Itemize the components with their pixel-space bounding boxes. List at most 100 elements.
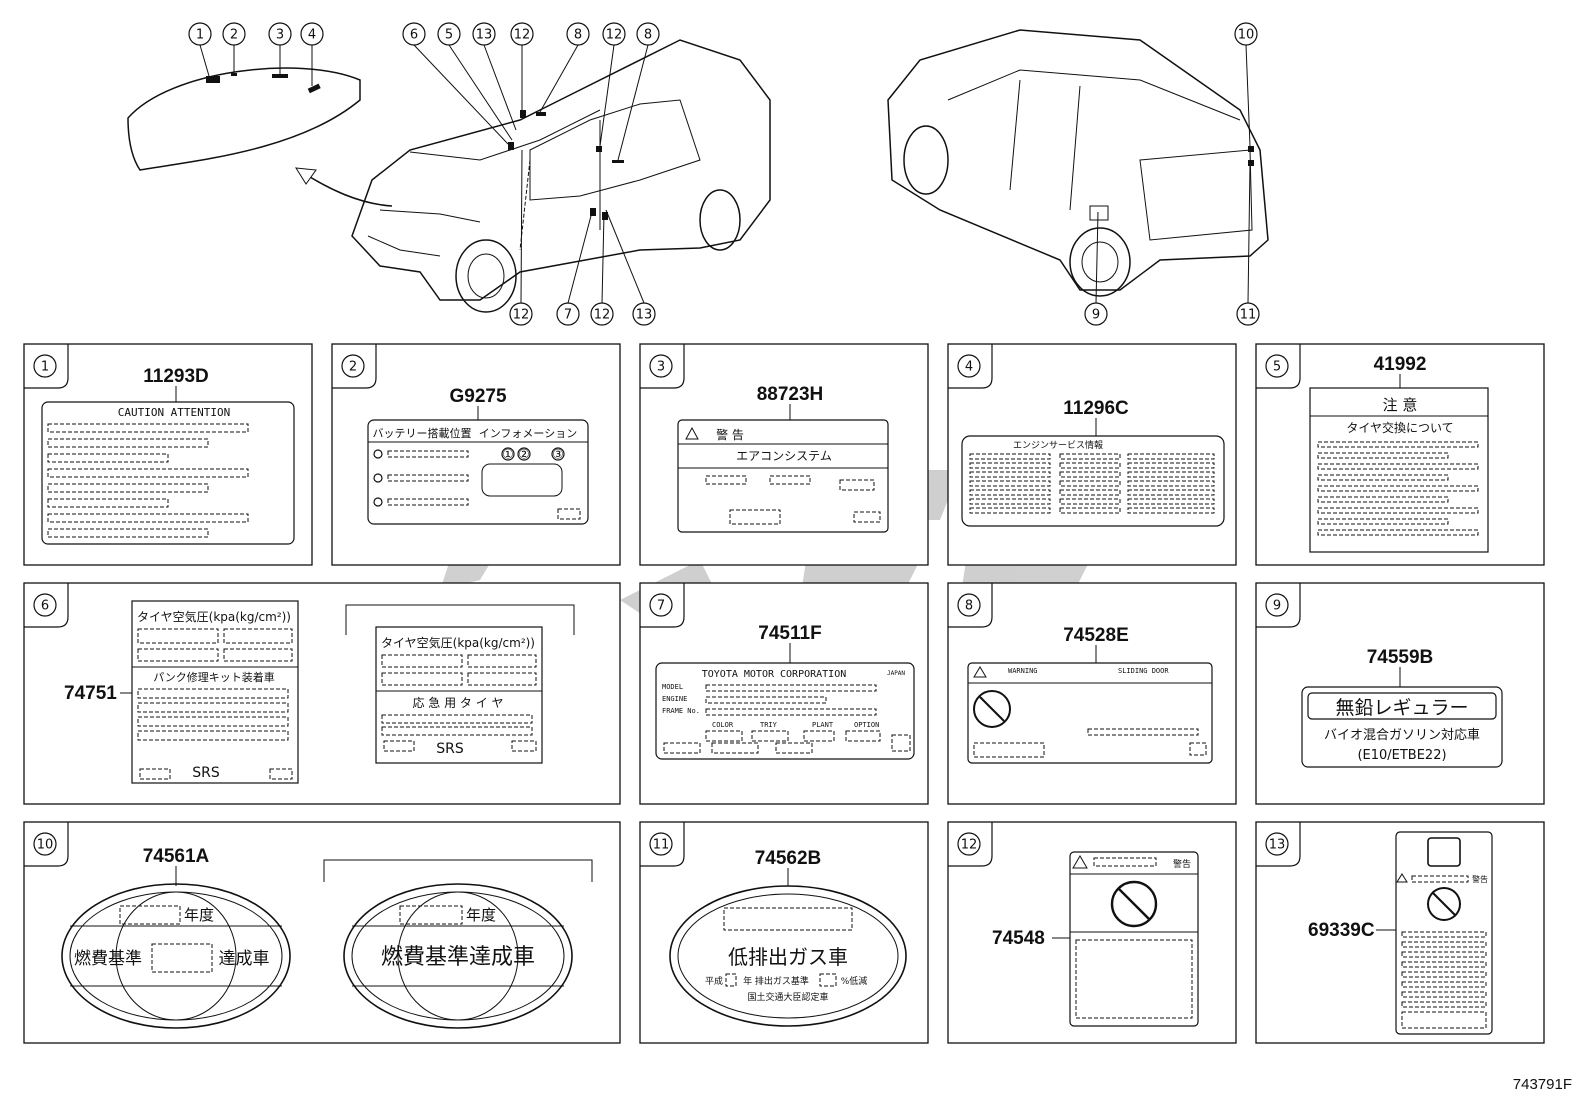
- callout-3: [268, 22, 292, 46]
- placeholder-box: [705, 684, 877, 692]
- callout-number: 2: [230, 28, 238, 43]
- panel-number: [1265, 593, 1289, 617]
- callout-number: 12: [594, 308, 611, 323]
- label-text: SRS: [436, 741, 464, 757]
- placeholder-box: [47, 453, 169, 463]
- panel-number: [1265, 354, 1289, 378]
- callout-number: ②: [518, 448, 530, 463]
- placeholder-box: [1317, 518, 1449, 525]
- callout-12: [602, 22, 626, 46]
- placeholder-box: [839, 479, 875, 491]
- leader-line: [1245, 44, 1251, 147]
- placeholder-box: [1401, 1001, 1487, 1008]
- placeholder-box: [381, 714, 533, 724]
- callout-number: 4: [308, 28, 316, 43]
- label-text: FRAME No.: [662, 707, 700, 715]
- label-text: OPTION: [854, 721, 879, 729]
- placeholder-box: [751, 730, 789, 742]
- callout-number: 1: [196, 28, 204, 43]
- placeholder-box: [1127, 489, 1215, 496]
- panel-tab: [640, 822, 685, 867]
- placeholder-box: [1317, 463, 1479, 470]
- oval-outer-alt: [343, 883, 573, 1029]
- label-outline: [131, 600, 299, 784]
- leader-line: [601, 213, 605, 304]
- placeholder-box: [1401, 961, 1487, 968]
- panel-6: 674751タイヤ空気圧(kpa(kg/cm²))パンク修理キット装着車SRSタ…: [23, 582, 621, 805]
- panel-tab: [24, 822, 69, 867]
- placeholder-box: [383, 740, 415, 752]
- label-text: COLOR: [712, 721, 734, 729]
- leader-line: [413, 44, 509, 145]
- callout-number: 12: [513, 308, 530, 323]
- bracket: [323, 859, 593, 882]
- placeholder-box: [1059, 507, 1121, 514]
- placeholder-box: [1401, 951, 1487, 958]
- label-text: 年度: [184, 906, 214, 924]
- warning-triangle-icon: [973, 666, 987, 678]
- callout-number: 10: [1238, 28, 1255, 43]
- label-text: バッテリー搭載位置: [373, 426, 472, 440]
- placeholder-box: [663, 742, 701, 754]
- placeholder-box: [137, 716, 289, 727]
- placeholder-box: [1059, 471, 1121, 478]
- callout-number: 9: [1273, 599, 1281, 614]
- placeholder-box: [47, 438, 209, 448]
- callout-11: [1236, 302, 1260, 326]
- placeholder-box: [1401, 1011, 1487, 1029]
- leader-line: [1247, 163, 1251, 304]
- callout-number: 12: [514, 28, 531, 43]
- callout-number: 3: [657, 360, 665, 375]
- panel-number: [1265, 832, 1289, 856]
- callout-number: 8: [644, 28, 652, 43]
- label-text: インフォメーション: [479, 427, 577, 440]
- callout-number: ①: [502, 448, 514, 463]
- placeholder-box: [381, 654, 463, 668]
- panel-border: [23, 821, 621, 1044]
- placeholder-box: [137, 730, 289, 741]
- callout-12: [510, 22, 534, 46]
- placeholder-box: [1059, 453, 1121, 460]
- callout-number: 5: [1273, 360, 1281, 375]
- callout-number: 7: [657, 599, 665, 614]
- placeholder-box: [223, 648, 293, 662]
- no-hand-icon: [973, 690, 1011, 728]
- label-text: (E10/ETBE22): [1357, 748, 1446, 763]
- part-number: 74528E: [1063, 625, 1129, 646]
- part-number: 88723H: [757, 384, 824, 405]
- label-text: 応 急 用 タ イ ヤ: [412, 695, 503, 710]
- placeholder-box: [969, 507, 1051, 514]
- part-number: 41992: [1374, 354, 1427, 375]
- part-number: 74561A: [143, 846, 210, 867]
- label-text: TOYOTA MOTOR CORPORATION: [702, 669, 847, 680]
- callout-8: [636, 22, 660, 46]
- panel-number: [957, 354, 981, 378]
- placeholder-box: [1059, 498, 1121, 505]
- panel-number: [957, 832, 981, 856]
- callout-number: 11: [1240, 308, 1257, 323]
- placeholder-box: [705, 475, 747, 485]
- label-text: 警 告: [716, 427, 744, 442]
- placeholder-box: [1317, 507, 1479, 514]
- leader-line: [617, 44, 649, 161]
- panel-tab: [948, 583, 993, 628]
- part-number: 74559B: [1367, 647, 1434, 668]
- label-text: タイヤ交換について: [1346, 420, 1453, 435]
- label-text: 無鉛レギュラー: [1335, 697, 1468, 719]
- placeholder-box: [723, 907, 853, 931]
- mini-callout: [517, 447, 531, 461]
- callout-number: ③: [552, 448, 564, 463]
- oval-outer: [61, 883, 291, 1029]
- placeholder-box: [511, 740, 537, 752]
- label-text: 年度: [466, 906, 496, 924]
- callout-10: [1234, 22, 1258, 46]
- placeholder-box: [137, 628, 219, 644]
- callout-8: [566, 22, 590, 46]
- vehicle-rear-drawing: [887, 29, 1269, 297]
- panel-number: [957, 593, 981, 617]
- placeholder-box: [139, 768, 171, 780]
- leader-line: [448, 44, 513, 141]
- label-outline-alt: [375, 626, 543, 764]
